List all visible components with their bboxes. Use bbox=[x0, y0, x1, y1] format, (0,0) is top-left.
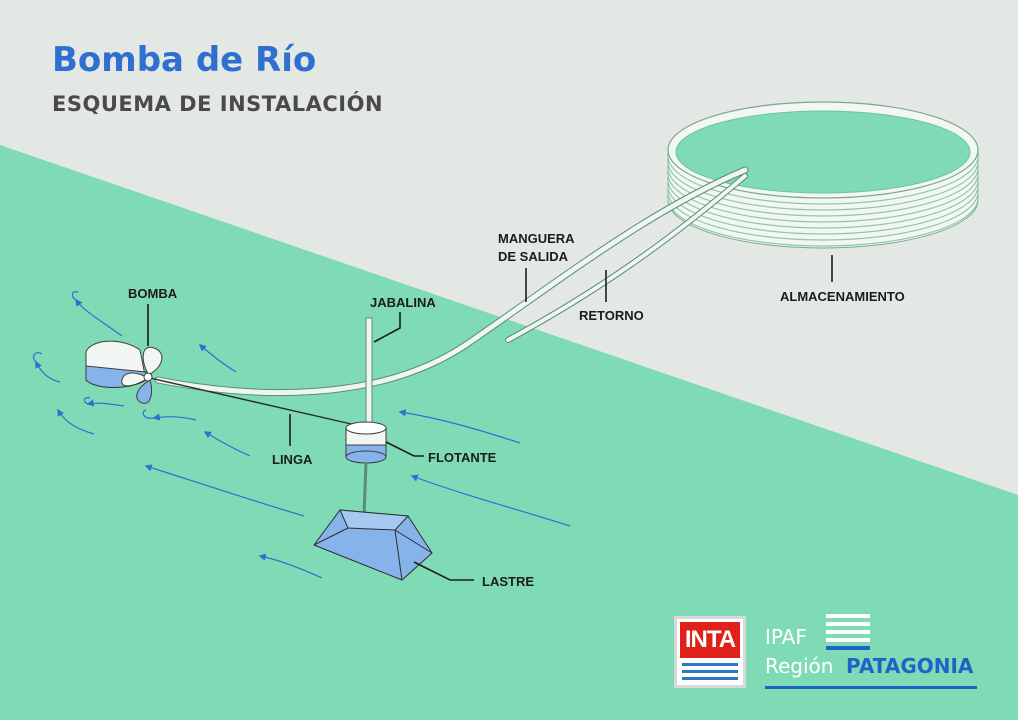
inta-stripe bbox=[682, 663, 738, 666]
ipaf-patagonia-text: PATAGONIA bbox=[846, 654, 974, 678]
label-almacenamiento: ALMACENAMIENTO bbox=[780, 289, 905, 304]
ipaf-underline bbox=[765, 686, 977, 689]
swirl-marks bbox=[32, 291, 155, 419]
label-retorno: RETORNO bbox=[579, 308, 644, 323]
return-hose bbox=[505, 173, 748, 343]
outlet-hose bbox=[154, 166, 749, 396]
diagram-subtitle: ESQUEMA DE INSTALACIÓN bbox=[52, 92, 384, 116]
inta-stripe bbox=[682, 677, 738, 680]
ipaf-logo-bars bbox=[826, 614, 870, 650]
label-manguera-line1: MANGUERA bbox=[498, 231, 575, 246]
label-linga: LINGA bbox=[272, 452, 313, 467]
jabalina-rod bbox=[365, 317, 373, 437]
diagram-title: Bomba de Río bbox=[52, 40, 317, 80]
water-flow-arrows bbox=[35, 298, 571, 579]
ipaf-logo-text: IPAF bbox=[765, 625, 807, 649]
label-lastre: LASTRE bbox=[482, 574, 534, 589]
leader-jabalina bbox=[373, 312, 401, 343]
float-buoy bbox=[345, 421, 387, 464]
leader-lines bbox=[147, 255, 833, 581]
inta-stripe bbox=[682, 670, 738, 673]
label-bomba: BOMBA bbox=[128, 286, 178, 301]
label-manguera-line2: DE SALIDA bbox=[498, 249, 569, 264]
ballast-block bbox=[313, 509, 433, 581]
inta-logo: INTA bbox=[674, 616, 746, 688]
inta-logo-text: INTA bbox=[680, 622, 740, 658]
label-jabalina: JABALINA bbox=[370, 295, 436, 310]
river-water bbox=[0, 145, 1018, 720]
leader-lastre bbox=[413, 561, 474, 581]
ipaf-region-text: Región bbox=[765, 654, 834, 678]
storage-tank bbox=[667, 101, 979, 249]
label-flotante: FLOTANTE bbox=[428, 450, 497, 465]
linga-cable bbox=[149, 377, 361, 427]
river-pump bbox=[85, 340, 163, 404]
leader-flotante bbox=[385, 441, 424, 457]
ballast-rope bbox=[362, 461, 368, 517]
